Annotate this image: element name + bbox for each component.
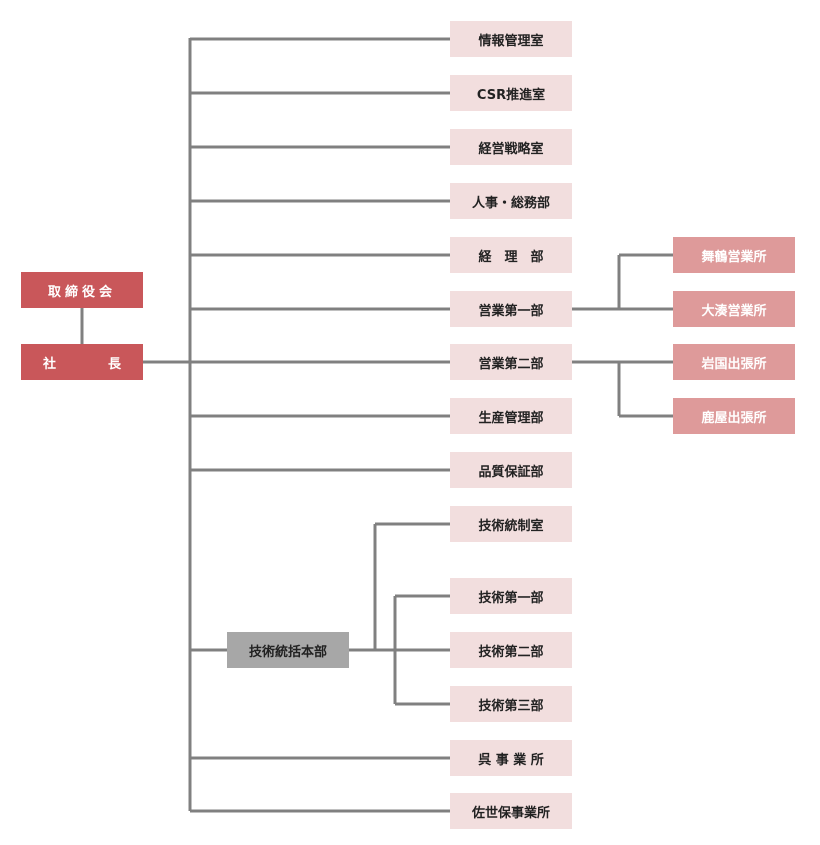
tech1-box: 技術第一部 (450, 578, 572, 614)
dept-label: CSR推進室 (476, 87, 546, 103)
dept-production: 生産管理部 (450, 398, 572, 434)
dept-label: 営業第二部 (478, 356, 544, 372)
dept-csr: CSR推進室 (450, 75, 572, 111)
dept-info-mgmt: 情報管理室 (450, 21, 572, 57)
tech-hq-box: 技術統括本部 (227, 632, 349, 668)
branch-label: 大湊営業所 (701, 303, 767, 319)
board-of-directors-box: 取締役会 (21, 272, 143, 308)
tech2-box: 技術第二部 (450, 632, 572, 668)
dept-kure: 呉 事 業 所 (450, 740, 572, 776)
dept-label: 佐世保事業所 (471, 805, 550, 821)
dept-label: 経営戦略室 (478, 141, 544, 157)
president-box: 社 長 (21, 344, 143, 380)
tech3-box: 技術第三部 (450, 686, 572, 722)
board-label: 取締役会 (47, 284, 116, 300)
dept-label: 人事・総務部 (471, 195, 550, 211)
dept-label: 技術第二部 (478, 644, 544, 660)
president-label-char1: 社 (43, 356, 57, 372)
branch-iwakuni: 岩国出張所 (673, 344, 795, 380)
branch-label: 舞鶴営業所 (701, 249, 767, 265)
dept-sasebo: 佐世保事業所 (450, 793, 572, 829)
dept-accounting: 経 理 部 (450, 237, 572, 273)
branch-label: 鹿屋出張所 (701, 410, 767, 426)
dept-label: 情報管理室 (478, 33, 544, 49)
dept-strategy: 経営戦略室 (450, 129, 572, 165)
dept-label: 生産管理部 (478, 410, 544, 426)
dept-label: 経 理 部 (478, 249, 544, 265)
dept-quality: 品質保証部 (450, 452, 572, 488)
branch-label: 岩国出張所 (701, 356, 767, 372)
president-label-char2: 長 (107, 356, 121, 372)
dept-hr-general: 人事・総務部 (450, 183, 572, 219)
dept-label: 品質保証部 (478, 464, 544, 480)
branch-kanoya: 鹿屋出張所 (673, 398, 795, 434)
branch-ominato: 大湊営業所 (673, 291, 795, 327)
dept-sales2: 営業第二部 (450, 344, 572, 380)
dept-label: 呉 事 業 所 (478, 752, 544, 768)
branch-maizuru: 舞鶴営業所 (673, 237, 795, 273)
dept-label: 営業第一部 (478, 303, 544, 319)
dept-sales1: 営業第一部 (450, 291, 572, 327)
tech-hq-label: 技術統括本部 (248, 644, 327, 660)
dept-label: 技術統制室 (478, 518, 544, 534)
tech-control-box: 技術統制室 (450, 506, 572, 542)
dept-label: 技術第三部 (478, 698, 544, 714)
dept-label: 技術第一部 (478, 590, 544, 606)
